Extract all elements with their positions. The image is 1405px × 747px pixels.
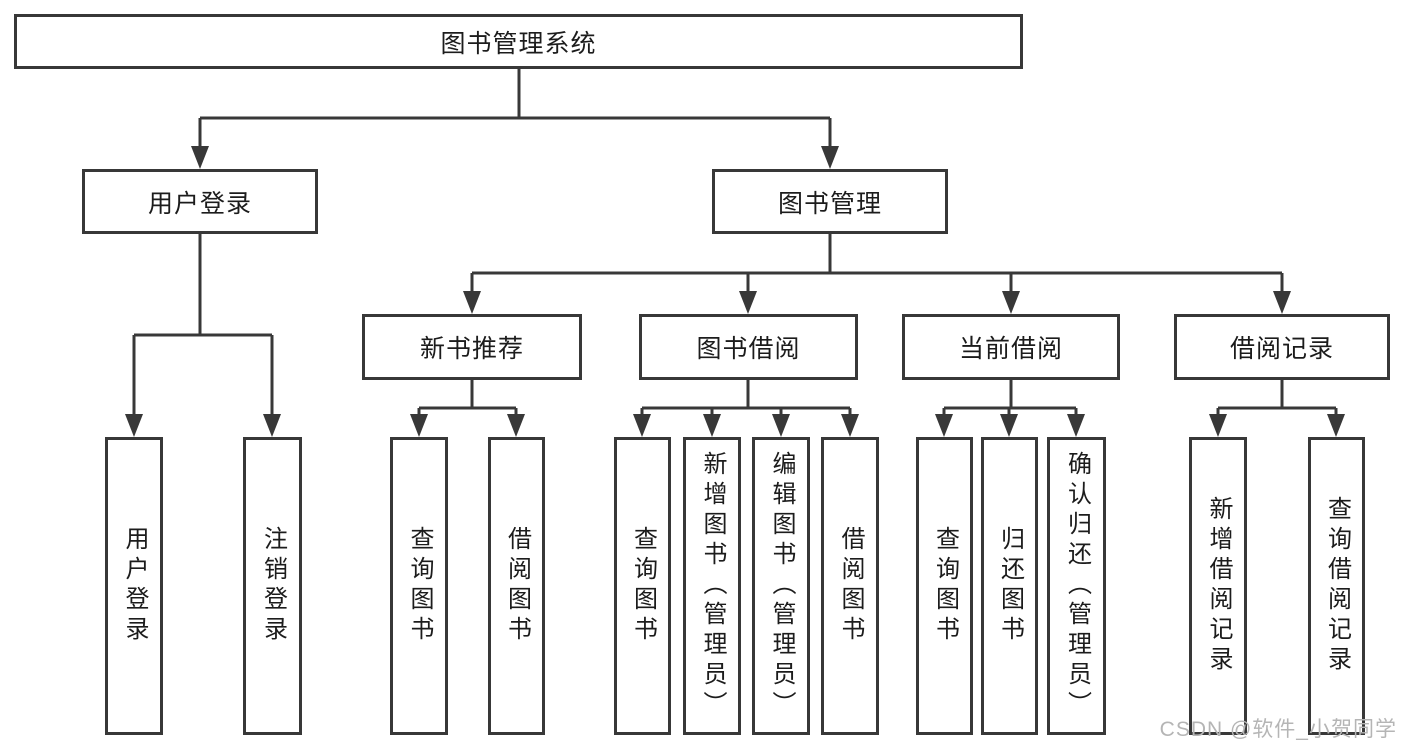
node-borrowing-records-label: 借阅记录 [1229, 335, 1334, 363]
leaf-user-login-label: 用户登录 [121, 526, 148, 646]
leaf-search-books-current-label: 查询图书 [931, 526, 959, 646]
leaf-edit-books-admin-label: 编辑图书（管理员） [768, 451, 795, 721]
leaf-return-books-label: 归还图书 [996, 526, 1024, 646]
leaf-search-books-borrowing-label: 查询图书 [629, 526, 657, 646]
leaf-return-books: 归还图书 [981, 437, 1038, 735]
node-new-book-recommend-label: 新书推荐 [419, 335, 524, 363]
leaf-logout: 注销登录 [243, 437, 302, 735]
leaf-borrow-books-recommend-label: 借阅图书 [503, 526, 531, 646]
node-book-management-label: 图书管理 [777, 189, 882, 218]
node-user-login-label: 用户登录 [147, 189, 252, 218]
node-book-management: 图书管理 [712, 169, 948, 234]
node-user-login: 用户登录 [82, 169, 318, 234]
node-root: 图书管理系统 [14, 14, 1023, 69]
leaf-confirm-return-admin: 确认归还（管理员） [1047, 437, 1106, 735]
leaf-add-books-admin: 新增图书（管理员） [683, 437, 741, 735]
leaf-borrow-books-label: 借阅图书 [837, 526, 864, 646]
leaf-search-books-recommend: 查询图书 [390, 437, 448, 735]
leaf-add-borrow-record: 新增借阅记录 [1189, 437, 1247, 735]
leaf-search-books-borrowing: 查询图书 [614, 437, 671, 735]
node-root-label: 图书管理系统 [440, 29, 597, 58]
leaf-add-borrow-record-label: 新增借阅记录 [1205, 496, 1232, 676]
csdn-watermark: CSDN @软件_小贺同学 [1159, 718, 1397, 741]
node-new-book-recommend: 新书推荐 [362, 314, 582, 380]
node-current-borrowing: 当前借阅 [902, 314, 1120, 380]
leaf-user-login: 用户登录 [105, 437, 163, 735]
leaf-add-books-admin-label: 新增图书（管理员） [699, 451, 726, 721]
node-book-borrowing: 图书借阅 [639, 314, 858, 380]
leaf-borrow-books-recommend: 借阅图书 [488, 437, 545, 735]
leaf-logout-label: 注销登录 [259, 526, 287, 646]
leaf-confirm-return-admin-label: 确认归还（管理员） [1063, 451, 1091, 721]
leaf-search-borrow-record-label: 查询借阅记录 [1323, 496, 1351, 676]
leaf-search-borrow-record: 查询借阅记录 [1308, 437, 1365, 735]
leaf-search-books-current: 查询图书 [916, 437, 973, 735]
leaf-search-books-recommend-label: 查询图书 [406, 526, 433, 646]
leaf-borrow-books: 借阅图书 [821, 437, 879, 735]
node-borrowing-records: 借阅记录 [1174, 314, 1390, 380]
node-book-borrowing-label: 图书借阅 [696, 335, 801, 363]
leaf-edit-books-admin: 编辑图书（管理员） [752, 437, 810, 735]
node-current-borrowing-label: 当前借阅 [958, 335, 1063, 363]
